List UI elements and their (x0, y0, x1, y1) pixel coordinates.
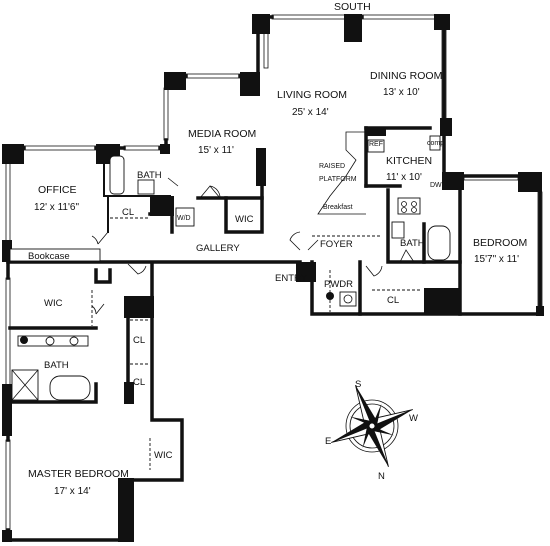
media-room-name: MEDIA ROOM (188, 128, 256, 140)
breakfast-label: Breakfast (323, 204, 353, 211)
fixtures (11, 131, 451, 401)
pillars (2, 14, 544, 542)
compass-n: N (378, 471, 385, 482)
south-label: SOUTH (334, 1, 371, 13)
doors (91, 177, 415, 315)
bath-master-label: BATH (44, 360, 69, 371)
living-room-name: LIVING ROOM (277, 89, 347, 101)
dining-room-name: DINING ROOM (370, 70, 442, 82)
dining-room-dims: 13' x 10' (383, 87, 420, 98)
entry-label: ENTRY (275, 273, 308, 284)
wic-master-label: WIC (154, 450, 173, 461)
walls (2, 15, 542, 542)
kitchen-dims: 11' x 10' (386, 172, 422, 183)
compass-s: S (355, 379, 361, 390)
dw-label: DW (430, 182, 442, 189)
closet-lines (91, 217, 422, 470)
bedroom-name: BEDROOM (473, 237, 527, 249)
bedroom-dims: 15'7" x 11' (474, 254, 519, 265)
bookcase-label: Bookcase (28, 251, 70, 262)
kitchen-name: KITCHEN (386, 155, 432, 167)
bath-bedroom-label: BATH (400, 238, 425, 249)
living-room-dims: 25' x 14' (292, 107, 329, 118)
wic-media-label: WIC (235, 214, 254, 225)
comp-label: comp (427, 140, 444, 147)
pwdr-label: PWDR (324, 279, 353, 290)
compass-e: E (325, 436, 331, 447)
wic-hall-label: WIC (44, 298, 63, 309)
platform-label: PLATFORM (319, 176, 357, 183)
cl-hall-2-label: CL (133, 377, 145, 388)
cl-office-label: CL (122, 207, 134, 218)
master-bedroom-dims: 17' x 14' (54, 486, 91, 497)
gallery-label: GALLERY (196, 243, 240, 254)
wd-label: W/D (177, 215, 191, 222)
compass-rose (331, 385, 413, 467)
compass-w: W (409, 413, 418, 424)
bookcase-box (9, 248, 101, 262)
cl-bedroom-label: CL (387, 295, 399, 306)
master-bedroom-name: MASTER BEDROOM (28, 468, 129, 480)
bath-media-label: BATH (137, 170, 162, 181)
media-room-dims: 15' x 11' (198, 145, 234, 156)
office-dims: 12' x 11'6" (34, 202, 79, 213)
ref-label: REF (369, 141, 383, 148)
foyer-label: FOYER (320, 239, 353, 250)
raised-label: RAISED (319, 163, 345, 170)
office-name: OFFICE (38, 184, 77, 196)
cl-hall-1-label: CL (133, 335, 145, 346)
